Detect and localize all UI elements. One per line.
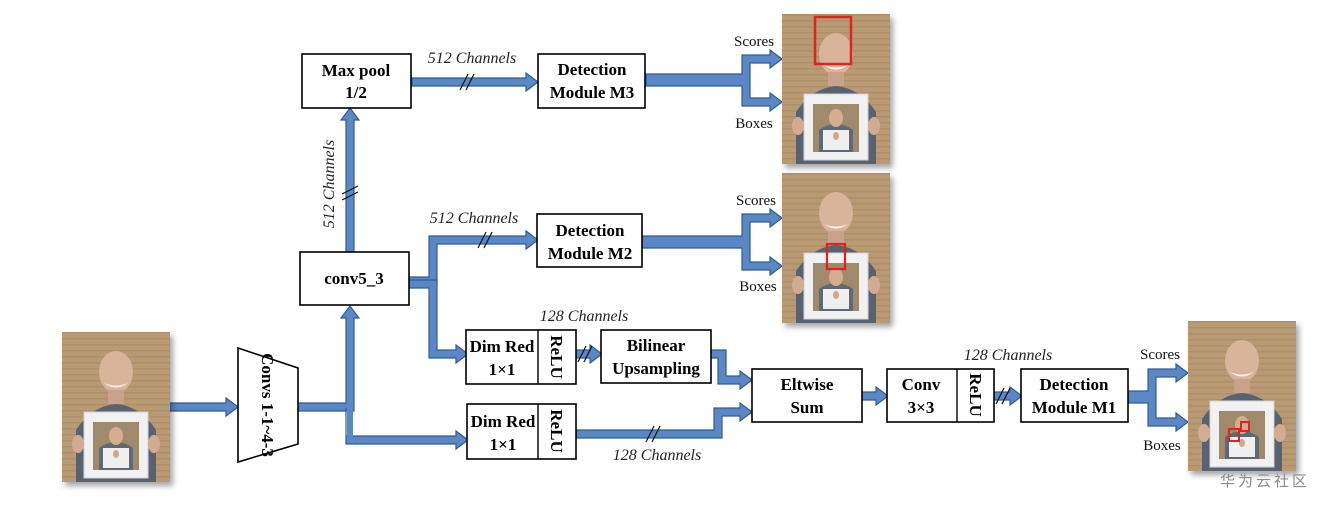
detection-box-medium xyxy=(825,242,847,271)
arrow-m2-outputs xyxy=(641,207,783,277)
m2-line1: Detection xyxy=(556,221,625,240)
relu-bottom-label: ReLU xyxy=(547,409,566,452)
output-labels: Scores Boxes Scores Boxes Scores Boxes xyxy=(734,34,1181,454)
arrow-maxpool-to-m3 xyxy=(411,71,539,93)
arrow-m3-outputs xyxy=(645,48,783,113)
relu-top-label: ReLU xyxy=(547,335,566,378)
conv3-line1: Conv xyxy=(902,375,941,394)
label-512-channels-mid: 512 Channels xyxy=(430,210,518,227)
m1-scores-label: Scores xyxy=(1140,347,1180,363)
dimred-bottom-line2: 1×1 xyxy=(490,435,517,454)
conv5-label: conv5_3 xyxy=(324,269,384,288)
m3-boxes-label: Boxes xyxy=(735,116,773,132)
eltwise-line1: Eltwise xyxy=(781,375,834,394)
input-photo xyxy=(61,331,171,483)
m3-line2: Module M3 xyxy=(550,83,635,102)
m1-line1: Detection xyxy=(1040,375,1109,394)
m2-boxes-label: Boxes xyxy=(739,279,777,295)
arrow-conv5-to-m2 xyxy=(408,229,539,286)
dimred-bottom-line1: Dim Red xyxy=(471,412,536,431)
dimred-bottom-block: Dim Red 1×1 ReLU xyxy=(466,403,577,460)
detection-box-small-1 xyxy=(1228,428,1240,442)
arrows xyxy=(167,48,1189,451)
detection-box-small-2 xyxy=(1240,421,1250,432)
arrow-convs-to-dimred-bottom xyxy=(345,408,469,451)
m3-scores-label: Scores xyxy=(734,34,774,50)
convs-label: Convs 1-1~4-3 xyxy=(258,353,277,457)
label-512-channels-vertical: 512 Channels xyxy=(321,140,338,228)
arrow-conv5-to-dimred-top xyxy=(408,279,469,365)
arrow-m1-outputs xyxy=(1127,362,1189,433)
arrow-dimred-top-to-bilinear xyxy=(575,343,603,365)
channel-slash-marks xyxy=(341,73,1011,443)
bilinear-line1: Bilinear xyxy=(627,336,686,355)
bilinear-line2: Upsampling xyxy=(612,359,700,378)
m1-boxes-label: Boxes xyxy=(1143,438,1181,454)
arrow-conv5-to-maxpool xyxy=(339,107,361,253)
m2-line2: Module M2 xyxy=(548,244,633,263)
output-photo-m3 xyxy=(781,13,891,165)
output-photo-m1 xyxy=(1187,320,1297,472)
detection-m3-block: Detection Module M3 xyxy=(537,53,646,109)
channel-labels: 512 Channels 512 Channels 512 Channels 1… xyxy=(321,50,1052,464)
label-128-channels-right: 128 Channels xyxy=(964,347,1052,364)
dimred-top-block: Dim Red 1×1 ReLU xyxy=(465,329,577,385)
arrow-bilinear-to-eltwise xyxy=(709,349,753,391)
label-128-channels-bottom: 128 Channels xyxy=(613,447,701,464)
detection-m1-block: Detection Module M1 xyxy=(1020,368,1129,423)
arrow-conv-to-m1 xyxy=(993,385,1023,407)
output-photo-m2 xyxy=(781,172,891,324)
watermark: 华为云社区 xyxy=(1219,472,1310,490)
maxpool-block: Max pool 1/2 xyxy=(301,53,412,109)
relu-conv-label: ReLU xyxy=(966,373,985,416)
dimred-top-line1: Dim Red xyxy=(470,337,535,356)
dimred-top-line2: 1×1 xyxy=(489,360,516,379)
bilinear-block: Bilinear Upsampling xyxy=(600,329,712,384)
label-512-channels-top: 512 Channels xyxy=(428,50,516,67)
arrow-eltwise-to-conv xyxy=(861,385,889,407)
arrow-dimred-bottom-to-eltwise xyxy=(575,401,753,439)
arrow-convs-to-conv5 xyxy=(297,305,361,412)
m2-scores-label: Scores xyxy=(736,193,776,209)
eltwise-line2: Sum xyxy=(790,398,823,417)
arrow-input-to-convs xyxy=(167,396,239,418)
conv5-block: conv5_3 xyxy=(299,251,410,306)
detection-m2-block: Detection Module M2 xyxy=(536,213,643,268)
convs-block: Convs 1-1~4-3 xyxy=(237,346,299,464)
maxpool-line2: 1/2 xyxy=(345,83,367,102)
maxpool-line1: Max pool xyxy=(322,61,391,80)
conv3-line2: 3×3 xyxy=(908,398,935,417)
m3-line1: Detection xyxy=(558,60,627,79)
label-128-channels-top: 128 Channels xyxy=(540,308,628,325)
detection-box-large xyxy=(813,15,853,66)
eltwise-block: Eltwise Sum xyxy=(751,368,863,423)
conv3x3-block: Conv 3×3 ReLU xyxy=(886,368,995,423)
m1-line2: Module M1 xyxy=(1032,398,1117,417)
